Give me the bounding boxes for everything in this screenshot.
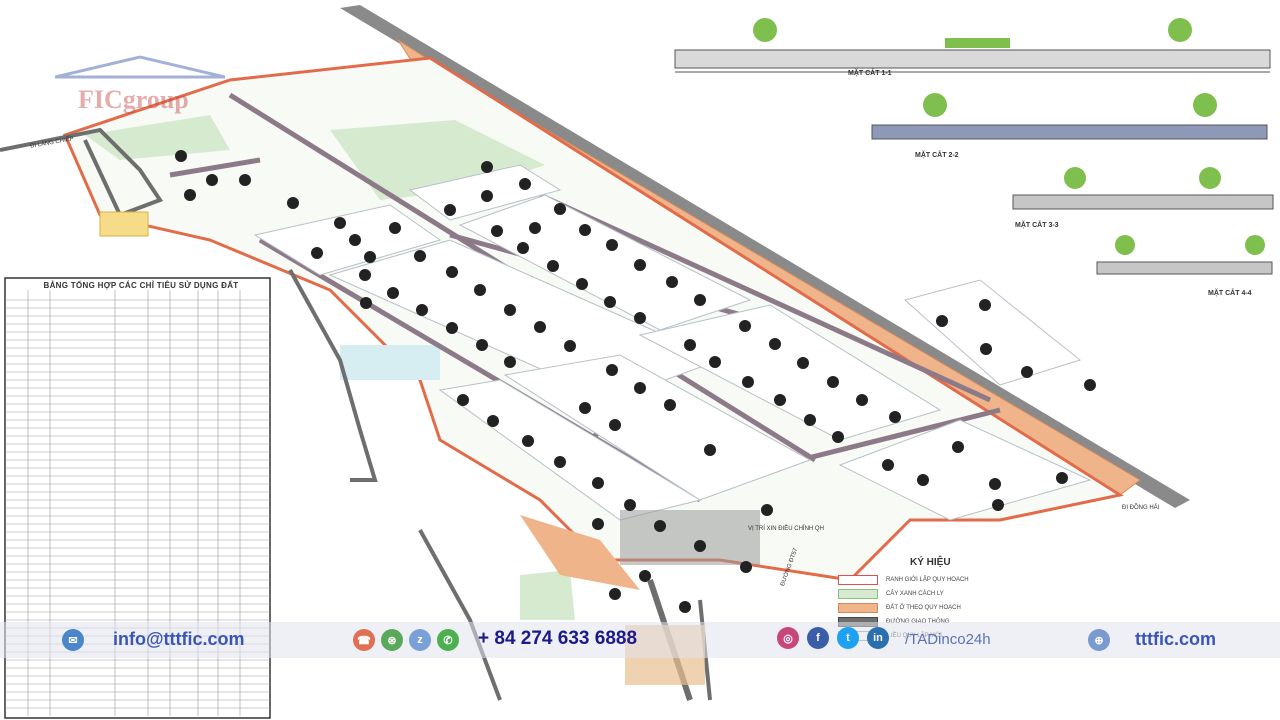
- email-icon[interactable]: ✉: [62, 629, 84, 651]
- instagram-icon[interactable]: ◎: [777, 627, 799, 649]
- wechat-icon[interactable]: ✆: [437, 629, 459, 651]
- cross-section-1-drawing: [674, 18, 1271, 73]
- legend-item: RANH GIỚI LẬP QUY HOẠCH: [838, 575, 969, 585]
- twitter-icon[interactable]: t: [837, 627, 859, 649]
- south-residential-strip: [520, 515, 640, 590]
- legend-swatch: [838, 589, 878, 599]
- watermark-logo: [54, 55, 226, 110]
- watermark-brand: FICgroup: [78, 85, 189, 114]
- greenbelt-south: [520, 570, 575, 620]
- legend-item: ĐẤT Ở THEO QUY HOẠCH: [838, 603, 961, 613]
- legend-swatch: [838, 603, 878, 613]
- contact-bar: [0, 622, 1280, 658]
- pond-area: [340, 345, 440, 380]
- cross-section-2-label: MẶT CẮT 2-2: [915, 152, 959, 159]
- lot-markers: [175, 150, 1096, 613]
- cross-section-2-drawing: [871, 93, 1268, 140]
- cross-section-3-drawing: [1012, 167, 1274, 210]
- legend-swatch: [838, 575, 878, 585]
- legend-label: ĐẤT Ở THEO QUY HOẠCH: [886, 605, 961, 611]
- website-link[interactable]: tttfic.com: [1135, 629, 1216, 649]
- linkedin-icon[interactable]: in: [867, 627, 889, 649]
- small-yellow-plot: [99, 211, 149, 237]
- hatched-adjustment-plot: [620, 510, 760, 565]
- legend-label: CÂY XANH CÁCH LY: [886, 591, 944, 597]
- legend-label: RANH GIỚI LẬP QUY HOẠCH: [886, 577, 969, 583]
- cross-section-4-label: MẶT CẮT 4-4: [1208, 290, 1252, 297]
- legend-item: CÂY XANH CÁCH LY: [838, 589, 944, 599]
- cross-section-4-drawing: [1096, 235, 1273, 275]
- adjustment-site-label: VỊ TRÍ XIN ĐIỀU CHỈNH QH: [748, 526, 824, 532]
- legend-title: KÝ HIỆU: [910, 557, 951, 568]
- chat-icon[interactable]: ⊛: [381, 629, 403, 651]
- facebook-icon[interactable]: f: [807, 627, 829, 649]
- social-handle[interactable]: /TADinco24h: [905, 631, 991, 648]
- zalo-icon[interactable]: z: [409, 629, 431, 651]
- phone-icon[interactable]: ☎: [353, 629, 375, 651]
- main-highway-road: [340, 5, 1190, 508]
- west-branch-road: [288, 269, 378, 482]
- globe-icon[interactable]: ⊕: [1088, 629, 1110, 651]
- road-east-label: ĐI ĐỒNG HẢI: [1122, 505, 1160, 511]
- west-access-road: [0, 127, 164, 218]
- south-west-road: [418, 529, 502, 701]
- cross-section-3-label: MẶT CẮT 3-3: [1015, 222, 1059, 229]
- email-link[interactable]: info@tttfic.com: [113, 629, 245, 649]
- cross-section-1-label: MẶT CẮT 1-1: [848, 70, 892, 77]
- land-use-table-title: BẢNG TỔNG HỢP CÁC CHỈ TIÊU SỬ DỤNG ĐẤT: [43, 281, 239, 290]
- phone-number[interactable]: + 84 274 633 6888: [478, 628, 638, 649]
